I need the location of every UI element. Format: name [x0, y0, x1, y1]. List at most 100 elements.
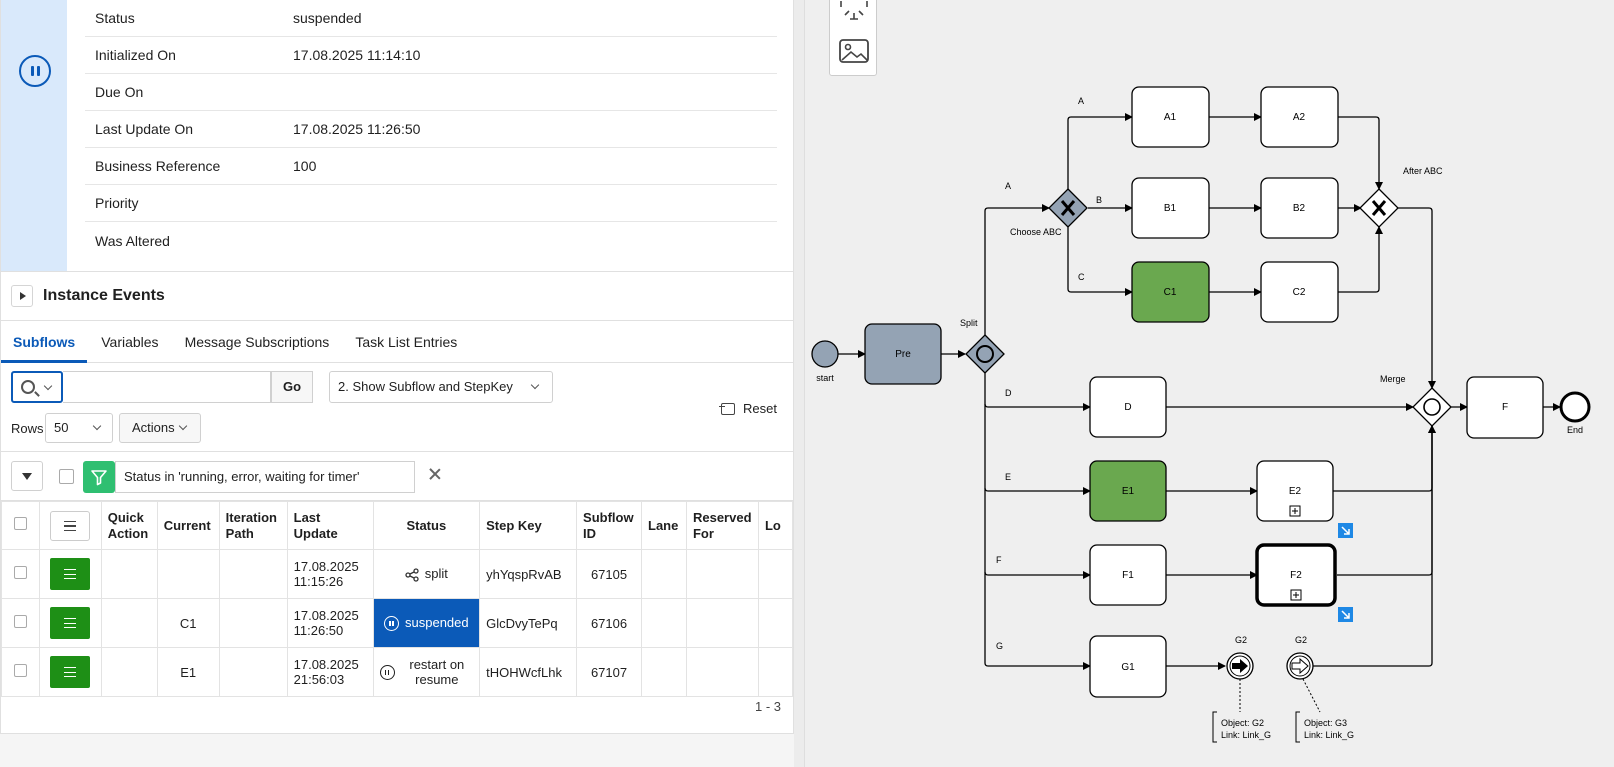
tab-task-list-entries[interactable]: Task List Entries: [355, 334, 458, 350]
column-menu-button[interactable]: [50, 510, 91, 541]
filter-text[interactable]: Status in 'running, error, waiting for t…: [115, 461, 415, 493]
prop-status: Status suspended: [85, 0, 777, 37]
task-a2[interactable]: A2: [1260, 86, 1339, 148]
label-g2-catch: G2: [1295, 635, 1307, 645]
status-text: split: [424, 566, 448, 582]
after-abc-gateway[interactable]: [1359, 188, 1399, 228]
table-row[interactable]: C1 17.08.2025 11:26:50 suspended GlcDvyT…: [1, 598, 794, 648]
table-row[interactable]: E1 17.08.2025 21:56:03 restart on resume…: [1, 647, 794, 697]
col-lane[interactable]: Lane: [641, 501, 687, 550]
go-button[interactable]: Go: [271, 371, 313, 403]
col-current[interactable]: Current: [156, 501, 220, 550]
col-lo[interactable]: Lo: [757, 501, 794, 550]
panel-divider[interactable]: [794, 0, 804, 767]
task-f1[interactable]: F1: [1089, 544, 1167, 606]
task-pre[interactable]: Pre: [864, 323, 942, 385]
task-e1[interactable]: E1: [1089, 460, 1167, 522]
reset-label: Reset: [743, 401, 777, 416]
row-checkbox[interactable]: [13, 664, 27, 677]
prop-value: 17.08.2025 11:26:50: [293, 121, 421, 137]
row-checkbox[interactable]: [13, 615, 27, 628]
tab-message-subscriptions[interactable]: Message Subscriptions: [184, 334, 330, 350]
task-b2[interactable]: B2: [1260, 177, 1339, 239]
col-step-key[interactable]: Step Key: [479, 501, 578, 550]
prop-label: Status: [95, 10, 135, 26]
link-throw-event-g2[interactable]: [1226, 652, 1254, 680]
merge-gateway[interactable]: [1412, 387, 1452, 427]
task-c2[interactable]: C2: [1260, 261, 1339, 323]
svg-text:C1: C1: [1164, 287, 1177, 298]
task-g1[interactable]: G1: [1089, 635, 1167, 698]
select-all-checkbox[interactable]: [13, 517, 27, 530]
gateways: [965, 188, 1452, 427]
expand-events-button[interactable]: [11, 285, 33, 307]
status-cell: split: [372, 549, 481, 599]
last-update-cell: 17.08.2025 21:56:03: [286, 647, 374, 697]
actions-menu-button[interactable]: Actions: [119, 413, 201, 443]
diagram-toolbar: [829, 0, 877, 76]
row-menu-button[interactable]: [50, 607, 91, 639]
filter-icon[interactable]: [83, 461, 115, 493]
col-reserved-for[interactable]: Reserved For: [685, 501, 759, 550]
text-annotations: Object: G2 Link: Link_G Object: G3 Link:…: [1212, 711, 1354, 743]
search-column-button[interactable]: [11, 371, 63, 403]
task-f2[interactable]: F2: [1255, 543, 1337, 607]
bpmn-diagram-viewer[interactable]: start End Pre A1 A2 B1 B2 C1 C2 D E1 E2 …: [804, 0, 1614, 767]
search-input[interactable]: [63, 371, 271, 403]
label-flow-a-top: A: [1078, 96, 1084, 106]
pause-icon: [379, 665, 395, 680]
reserved-for-cell: [685, 549, 759, 599]
export-image-icon[interactable]: [830, 35, 878, 69]
table-row[interactable]: 17.08.2025 11:15:26 split yhYqspRvAB 671…: [1, 549, 794, 599]
link-catch-event-g2[interactable]: [1286, 652, 1314, 680]
svg-text:C2: C2: [1293, 287, 1306, 298]
svg-text:B1: B1: [1164, 203, 1177, 214]
remove-filter-icon[interactable]: [427, 466, 443, 482]
start-event[interactable]: [811, 340, 839, 368]
split-gateway[interactable]: [965, 334, 1005, 374]
reset-button[interactable]: Reset: [719, 401, 777, 416]
col-status[interactable]: Status: [372, 501, 481, 550]
row-menu-button[interactable]: [50, 656, 91, 688]
col-subflow-id[interactable]: Subflow ID: [576, 501, 642, 550]
end-event[interactable]: [1559, 391, 1591, 423]
select-all-header: [1, 501, 40, 550]
report-select[interactable]: 2. Show Subflow and StepKey: [329, 371, 553, 403]
choose-abc-gateway[interactable]: [1048, 188, 1088, 228]
chevron-down-icon: [178, 421, 188, 431]
tab-variables[interactable]: Variables: [101, 334, 159, 350]
row-checkbox[interactable]: [13, 566, 27, 579]
drilldown-f2-icon[interactable]: [1338, 607, 1353, 622]
pause-icon: [384, 616, 400, 632]
drilldown-e2-icon[interactable]: [1338, 523, 1353, 538]
task-e2[interactable]: E2: [1256, 460, 1334, 522]
svg-text:F1: F1: [1122, 570, 1134, 581]
tab-subflows[interactable]: Subflows: [1, 321, 88, 363]
fit-to-view-icon[interactable]: [830, 0, 878, 31]
col-iteration-path[interactable]: Iteration Path: [218, 501, 288, 550]
task-c1[interactable]: C1: [1131, 261, 1210, 323]
instance-details-panel: Status suspended Initialized On 17.08.20…: [0, 0, 794, 767]
filter-row: Status in 'running, error, waiting for t…: [1, 451, 793, 501]
quick-action-cell: [100, 549, 158, 599]
lo-cell: [757, 598, 794, 648]
menu-icon: [64, 520, 77, 531]
prop-value: 17.08.2025 11:14:10: [293, 47, 421, 63]
svg-text:A1: A1: [1164, 112, 1177, 123]
task-a1[interactable]: A1: [1131, 86, 1210, 148]
instance-summary: Status suspended Initialized On 17.08.20…: [0, 0, 794, 272]
start-label: start: [816, 373, 834, 383]
task-b1[interactable]: B1: [1131, 177, 1210, 239]
filter-enable-checkbox[interactable]: [59, 469, 74, 484]
col-quick-action[interactable]: Quick Action: [100, 501, 158, 550]
col-last-update[interactable]: Last Update: [286, 501, 374, 550]
task-f[interactable]: F: [1466, 376, 1544, 439]
toggle-filters-button[interactable]: [11, 461, 43, 491]
actions-label: Actions: [132, 420, 175, 435]
rows-per-page-select[interactable]: 50: [45, 413, 113, 443]
svg-text:Pre: Pre: [895, 349, 911, 360]
label-choose: Choose ABC: [1010, 227, 1062, 237]
row-menu-button[interactable]: [50, 558, 91, 590]
last-update-cell: 17.08.2025 11:15:26: [286, 549, 374, 599]
task-d[interactable]: D: [1089, 376, 1167, 438]
